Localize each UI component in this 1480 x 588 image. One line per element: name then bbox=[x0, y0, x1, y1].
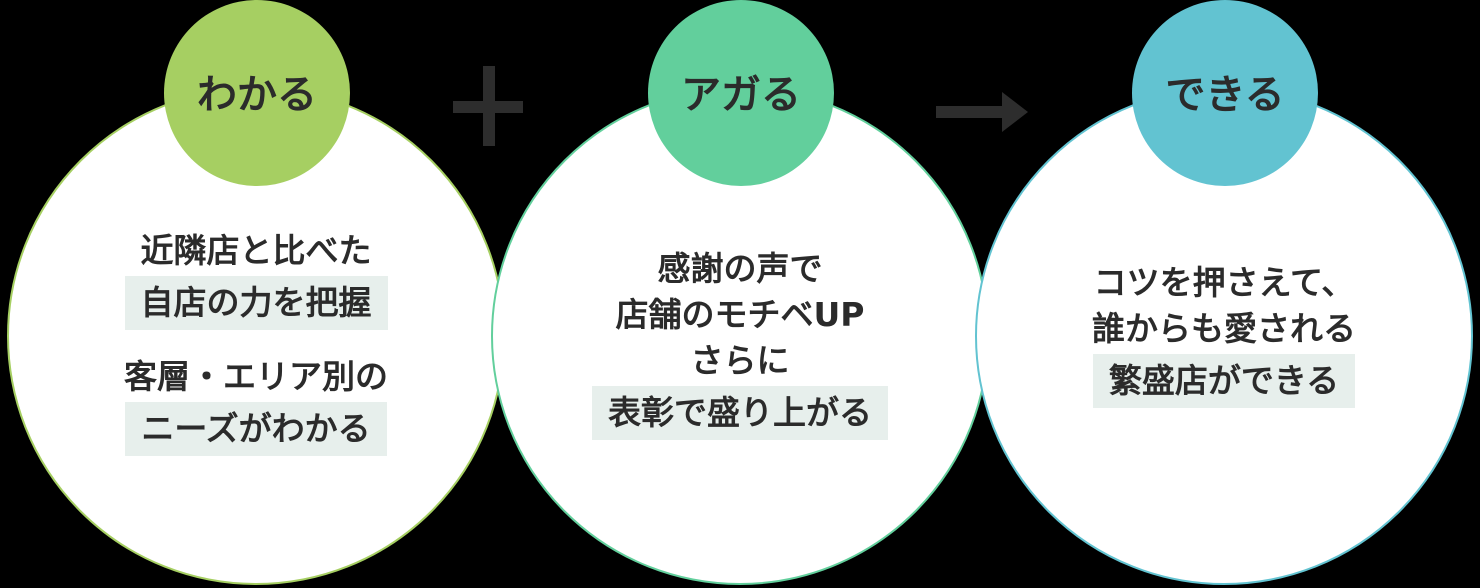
step-content-wakaru: 近隣店と比べた 自店の力を把握 客層・エリア別の ニーズがわかる bbox=[7, 228, 505, 458]
step-text-highlight: 自店の力を把握 bbox=[124, 276, 388, 330]
arrow-right-icon bbox=[936, 92, 1028, 132]
plus-icon bbox=[453, 66, 533, 146]
step-text: さらに bbox=[690, 341, 790, 380]
step-badge-wakaru: わかる bbox=[164, 0, 350, 186]
step-text: 近隣店と比べた bbox=[140, 231, 372, 270]
step-title: アガる bbox=[681, 72, 801, 118]
step-content-dekiru: コツを押さえて、 誰からも愛される 繁盛店ができる bbox=[975, 260, 1473, 410]
step-content-agaru: 感謝の声で 店舗のモチベUP さらに 表彰で盛り上がる bbox=[491, 246, 989, 442]
step-badge-dekiru: できる bbox=[1132, 0, 1318, 186]
step-text: 店舗のモチベUP bbox=[615, 295, 865, 334]
step-text: 客層・エリア別の bbox=[124, 357, 388, 396]
step-text-highlight: 繁盛店ができる bbox=[1092, 354, 1356, 408]
step-title: わかる bbox=[197, 72, 317, 118]
step-title: できる bbox=[1165, 72, 1285, 118]
step-text: 誰からも愛される bbox=[1092, 309, 1356, 348]
step-text-highlight: ニーズがわかる bbox=[125, 402, 387, 456]
step-badge-agaru: アガる bbox=[648, 0, 834, 186]
step-text: 感謝の声で bbox=[657, 249, 823, 288]
step-text: コツを押さえて、 bbox=[1093, 263, 1355, 302]
step-text-highlight: 表彰で盛り上がる bbox=[592, 386, 888, 440]
